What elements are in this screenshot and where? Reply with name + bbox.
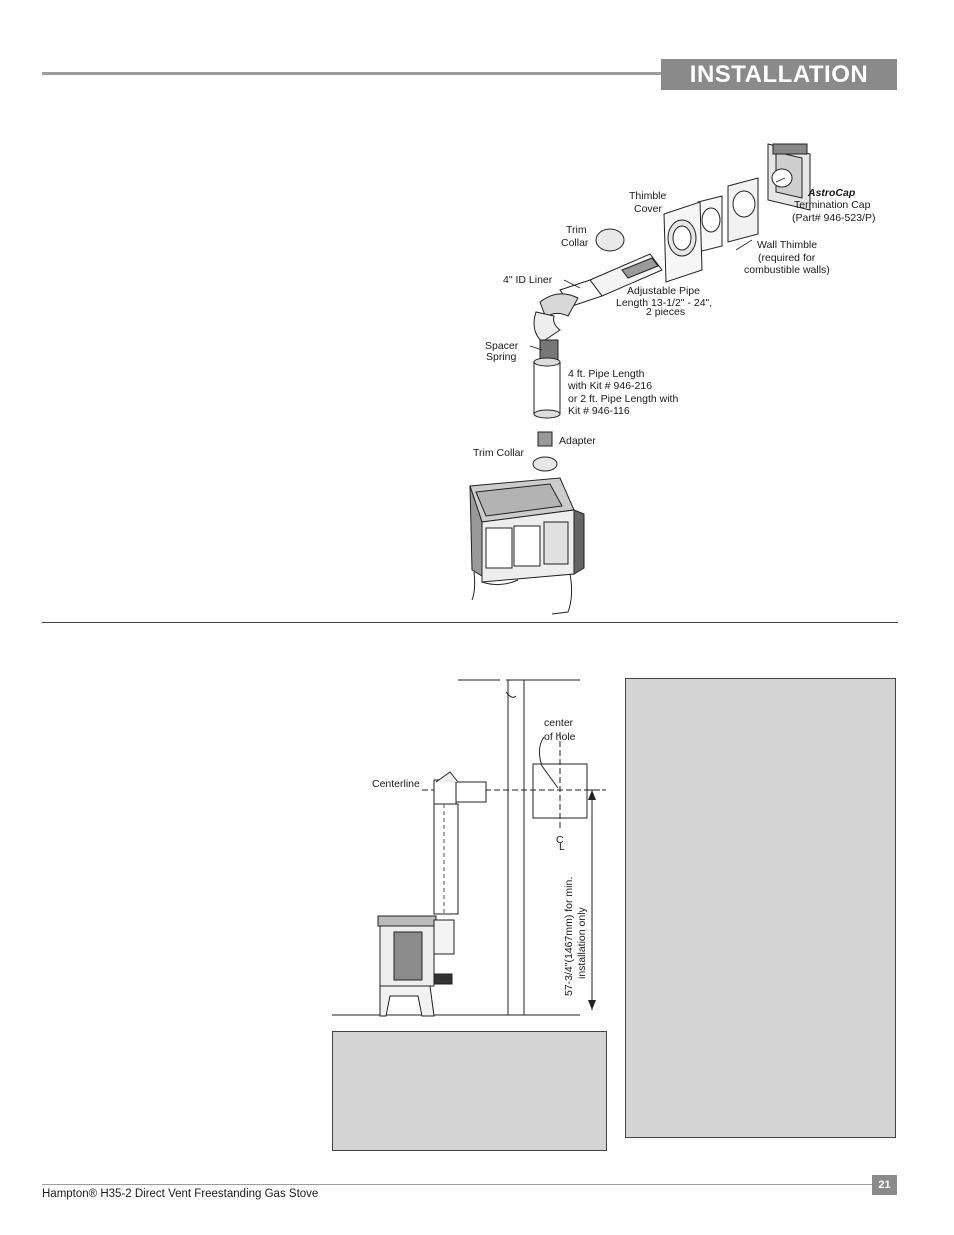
centerline-side-view-diagram: center of hole Centerline C L 57-3/4"(14…: [332, 679, 606, 1017]
label-spacer-spring-1: Spacer: [485, 340, 519, 352]
label-thimble-cover-1: Thimble: [629, 190, 667, 202]
label-dimension-1: 57-3/4"(1467mm) for min.: [563, 877, 575, 996]
elbow-illustration: [533, 293, 579, 343]
note-panel-right: [625, 678, 896, 1138]
wall-thimble-illustration: [697, 177, 759, 253]
trim-collar-bottom-illustration: [532, 456, 558, 472]
thimble-cover-illustration: [663, 201, 703, 283]
label-id-liner: 4" ID Liner: [503, 274, 553, 286]
center-of-hole-leader: [538, 736, 559, 789]
label-cl-symbol: C: [556, 834, 564, 846]
label-thimble-cover-2: Cover: [634, 203, 663, 215]
label-adjustable-pipe-3: 2 pieces: [646, 306, 685, 318]
label-pipe-length-3: or 2 ft. Pipe Length with: [568, 393, 678, 405]
label-center-of-hole-2: of hole: [544, 731, 576, 743]
label-adapter: Adapter: [559, 435, 596, 447]
stove-illustration: [469, 477, 585, 615]
label-trim-collar-top-2: Collar: [561, 237, 589, 249]
label-astrocap: AstroCap: [807, 187, 856, 199]
trim-collar-top-illustration: [595, 228, 625, 252]
section-title: INSTALLATION: [661, 59, 897, 90]
label-part-number: (Part# 946-523/P): [792, 212, 875, 224]
label-dimension-2: installation only: [576, 906, 588, 979]
label-pipe-length-2: with Kit # 946-216: [567, 380, 652, 392]
note-panel-bottom: [332, 1031, 607, 1151]
stove-side-illustration: [377, 771, 487, 1017]
label-trim-collar-top-1: Trim: [566, 224, 587, 236]
adapter-illustration: [537, 431, 553, 447]
vent-kit-exploded-diagram: AstroCap Termination Cap (Part# 946-523/…: [469, 143, 875, 615]
label-center-of-hole-1: center: [544, 717, 574, 729]
footer-product-name: Hampton® H35-2 Direct Vent Freestanding …: [42, 1188, 319, 1200]
header-rule: [42, 72, 662, 75]
label-wall-thimble-2: (required for: [758, 252, 816, 264]
label-adjustable-pipe-1: Adjustable Pipe: [627, 285, 700, 297]
label-spacer-spring-2: Spring: [486, 351, 517, 363]
section-divider: [42, 622, 898, 623]
label-cl-symbol-sub: L: [559, 841, 565, 853]
footer-rule: [42, 1184, 872, 1185]
label-centerline: Centerline: [372, 778, 420, 790]
label-termination-cap: Termination Cap: [794, 199, 871, 211]
label-pipe-length-4: Kit # 946-116: [568, 405, 630, 417]
astrocap-illustration: [767, 143, 811, 211]
page-number: 21: [872, 1175, 897, 1195]
label-pipe-length-1: 4 ft. Pipe Length: [568, 368, 645, 380]
label-wall-thimble-3: combustible walls): [744, 264, 830, 276]
label-adjustable-pipe-2: Length 13-1/2" - 24",: [616, 297, 712, 309]
label-wall-thimble-1: Wall Thimble: [757, 239, 817, 251]
pipe-length-illustration: [533, 357, 561, 419]
label-trim-collar-bottom: Trim Collar: [473, 447, 524, 459]
